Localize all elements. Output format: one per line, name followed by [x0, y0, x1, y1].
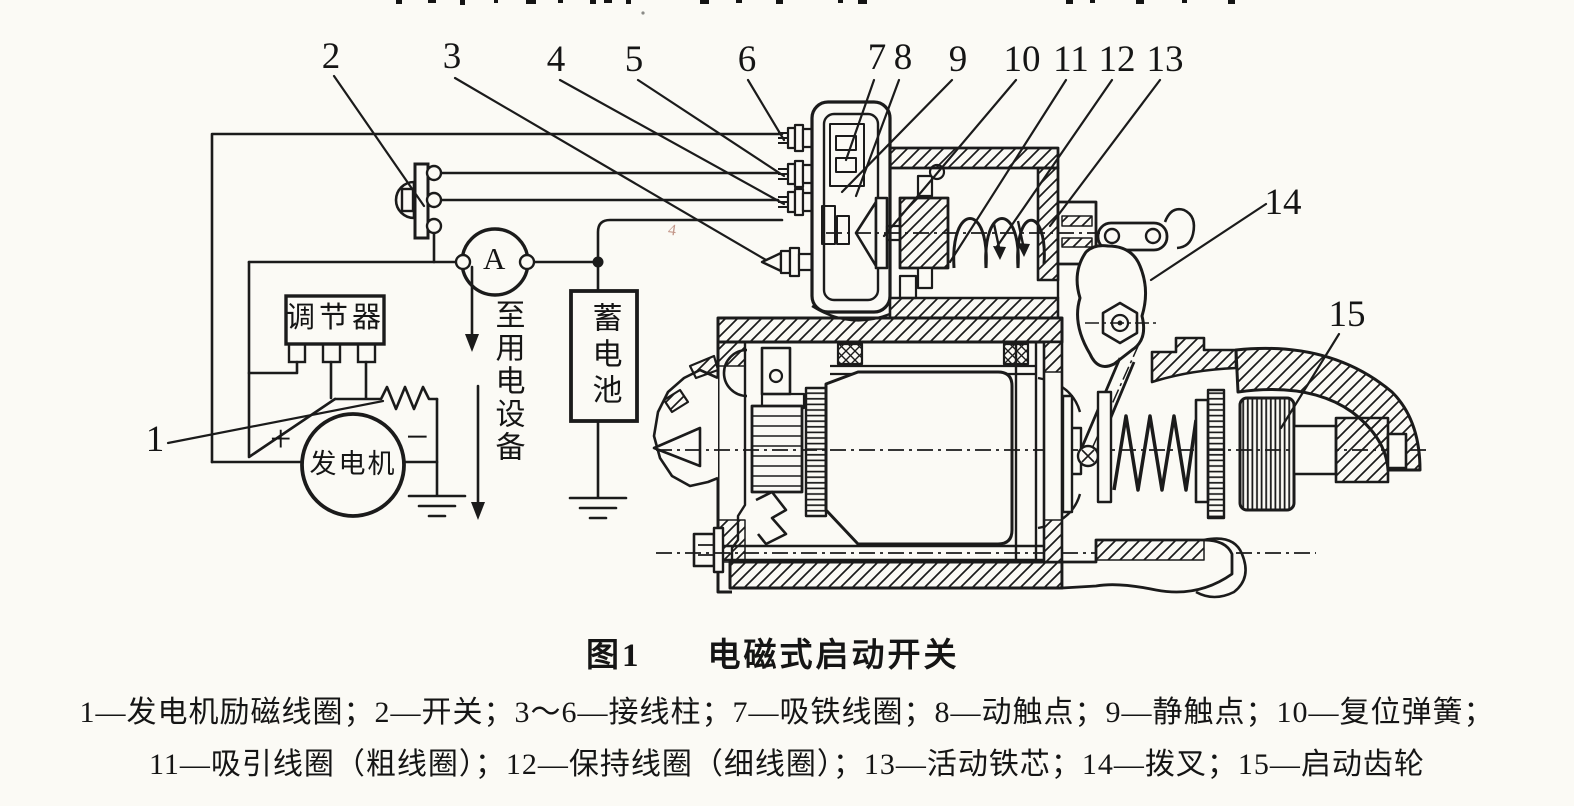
pointed-terminal	[760, 251, 783, 273]
figure-caption: 图1 电磁式启动开关	[586, 628, 960, 676]
regulator-label: 调节器	[286, 302, 386, 334]
callout-number-8: 8	[893, 37, 913, 78]
callout-number-3: 3	[442, 36, 462, 77]
brush-spring	[722, 348, 748, 398]
drive-spring	[1112, 414, 1198, 492]
generator-label: 发电机	[309, 449, 397, 479]
motor-top-plate	[716, 316, 1064, 344]
arrowhead	[465, 334, 479, 352]
callout-number-2: 2	[321, 36, 341, 77]
starter-motor-body	[652, 316, 1428, 594]
pinion-gear	[1238, 396, 1296, 512]
callout-leader-lines	[166, 74, 1341, 445]
motor-bottom-plate	[728, 560, 1064, 590]
solenoid-frame-bottom	[888, 296, 1060, 320]
generator-minus-sign: −	[406, 414, 429, 459]
callout-number-12: 12	[1098, 39, 1136, 80]
left-end-housing	[652, 368, 719, 488]
generator-plus-sign: +	[270, 418, 292, 460]
to-load-label: 至用电设备	[490, 299, 524, 464]
armature	[824, 370, 1014, 546]
battery-box	[569, 289, 639, 423]
junction-dot	[592, 256, 604, 268]
terminal-bolts	[760, 123, 816, 278]
callout-number-9: 9	[948, 39, 968, 80]
generator-circle	[300, 412, 406, 518]
callout-number-10: 10	[1003, 39, 1041, 80]
through-bolt-head	[692, 532, 716, 568]
arrowhead	[471, 502, 485, 520]
armature-laminations	[804, 386, 828, 518]
legend-line-1: 1—发电机励磁线圈；2—开关；3～6—接线柱；7—吸铁线圈；8—动触点；9—静触…	[79, 696, 1495, 729]
callout-number-6: 6	[737, 39, 757, 80]
resistor-symbol	[333, 385, 439, 411]
cut-off-text-fragments	[396, 0, 1235, 15]
brush-lead	[755, 490, 788, 546]
wiring-diagram	[210, 132, 784, 520]
callout-number-4: 4	[546, 39, 566, 80]
legend-line-2: 11—吸引线圈（粗线圈）；12—保持线圈（细线圈）；13—活动铁芯；14—拨叉；…	[149, 748, 1425, 781]
ground-symbol-battery	[568, 496, 628, 520]
solenoid-frame-top	[888, 146, 1060, 170]
battery-label: 蓄电池	[587, 302, 621, 410]
ground-symbol-generator	[407, 494, 467, 518]
figure-caption-title: 电磁式启动开关	[707, 638, 960, 674]
callout-number-13: 13	[1146, 39, 1184, 80]
commutator	[750, 404, 804, 494]
callout-number-1: 1	[145, 419, 165, 460]
ammeter-label: A	[483, 241, 506, 276]
callout-number-15: 15	[1328, 294, 1366, 335]
figure-caption-label: 图1	[586, 638, 642, 674]
callout-number-14: 14	[1264, 182, 1302, 223]
callout-number-5: 5	[624, 39, 644, 80]
output-shaft	[1292, 424, 1338, 476]
callout-number-11: 11	[1053, 39, 1089, 80]
nose-housing	[1234, 346, 1422, 472]
shift-fork	[1075, 244, 1147, 368]
drive-end-assembly	[1042, 244, 1422, 599]
callout-number-7: 7	[867, 37, 887, 78]
